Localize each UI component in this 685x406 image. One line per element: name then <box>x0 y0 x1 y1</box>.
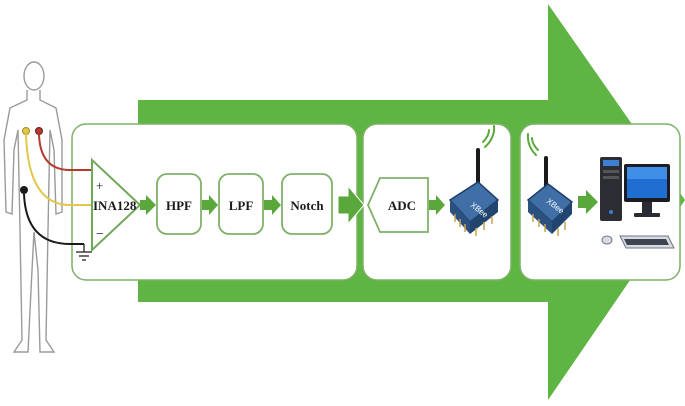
lpf-label: LPF <box>229 198 254 213</box>
adc-block <box>367 177 429 233</box>
amp-minus-sign: − <box>96 227 104 242</box>
arrow-amp-to-hpf <box>140 195 156 215</box>
hpf-block <box>156 173 202 235</box>
wireless-signal-icon <box>526 133 539 156</box>
human-body-outline-icon <box>3 61 63 353</box>
arrow-hpf-to-lpf <box>202 195 218 215</box>
arrow-adc-to-xbee <box>429 195 445 215</box>
amp-label: INA128 <box>93 198 137 213</box>
arrow-xbee-to-pc <box>578 190 598 214</box>
arrow-notch-to-adc <box>337 184 365 226</box>
xbee-receiver-module: XBee <box>526 156 574 236</box>
amp-plus-sign: + <box>96 178 103 193</box>
lead-wire-yellow <box>25 133 97 206</box>
lpf-block <box>218 173 264 235</box>
notch-block <box>281 173 333 235</box>
electrode-red <box>35 127 43 135</box>
ground-symbol-icon <box>76 244 92 261</box>
xbee-transmitter-module: XBee <box>448 148 500 236</box>
lead-wire-black <box>23 193 84 245</box>
notch-label: Notch <box>290 198 324 213</box>
wireless-signal-icon <box>482 125 496 148</box>
hpf-label: HPF <box>166 198 192 213</box>
desktop-computer-icon <box>600 157 675 249</box>
electrode-yellow <box>22 127 30 135</box>
electrode-black <box>20 186 28 194</box>
adc-label: ADC <box>388 198 416 213</box>
arrow-lpf-to-notch <box>264 195 281 215</box>
lead-wire-red <box>38 133 97 171</box>
instrumentation-amplifier <box>91 157 142 253</box>
